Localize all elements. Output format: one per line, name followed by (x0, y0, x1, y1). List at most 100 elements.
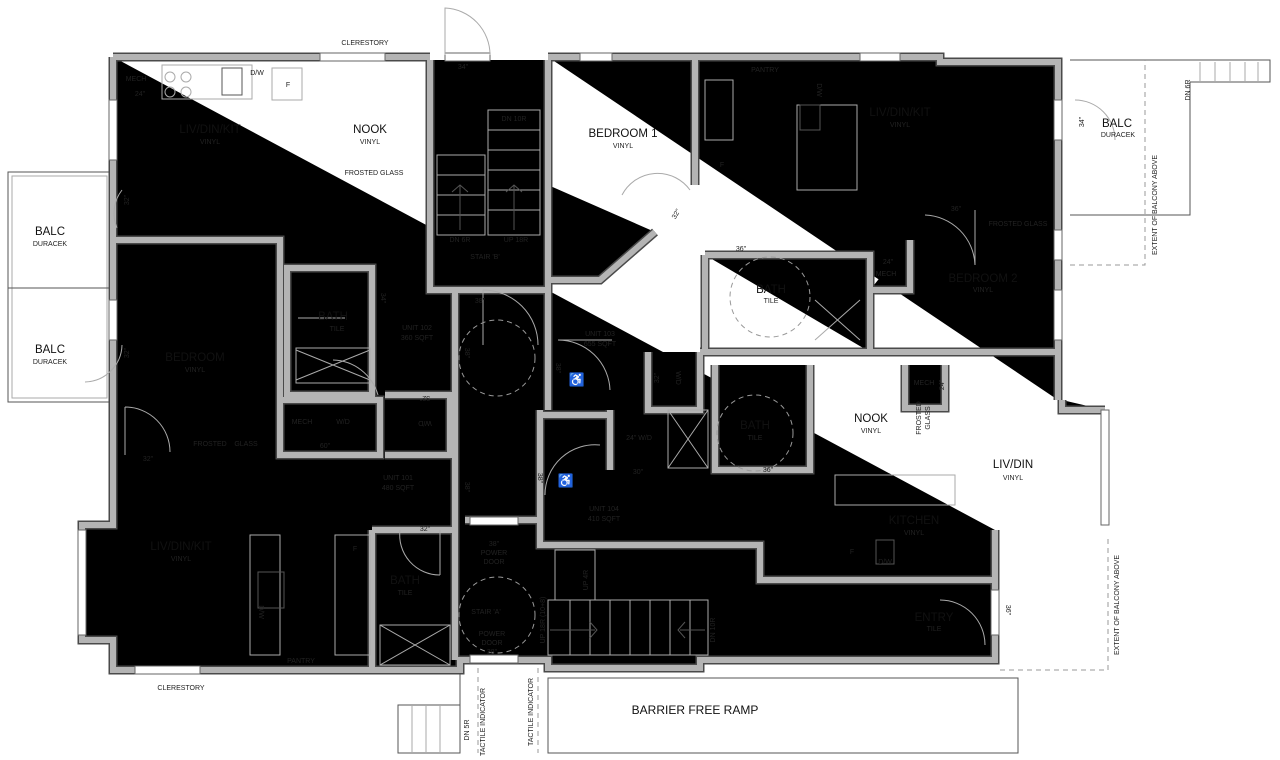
door-swings[interactable] (84, 7, 1116, 654)
label-extent-balcony: EXTENT OF BALCONY ABOVE (1114, 555, 1121, 655)
stair-note: UP 18R (504, 237, 528, 244)
dim: 36" (736, 246, 747, 253)
interior-walls (113, 60, 1060, 668)
dim: 38" (463, 348, 470, 359)
stair-note: UP 18R (10+8) (540, 597, 547, 644)
floor: TILE (330, 326, 345, 333)
room-bath: BATH (756, 284, 786, 296)
label-tactile: TACTILE INDICATOR (480, 688, 487, 756)
stair-b (436, 109, 541, 236)
exterior-walls (82, 57, 1105, 670)
label-ramp-steps: DN 5R (464, 719, 471, 740)
appliance-wd: W/D (336, 419, 350, 426)
floor: VINYL (904, 530, 924, 537)
wheelchair-accessible-icon: ♿ (554, 468, 578, 492)
room-mech: MECH (914, 380, 935, 387)
dim: 36" (1004, 605, 1011, 616)
room-bedroom-2: BEDROOM 2 (948, 273, 1017, 285)
dim: 34" (1079, 116, 1086, 127)
floor: VINYL (613, 143, 633, 150)
appliance-dw: D/W (815, 83, 822, 97)
appliance-wd: W/D (418, 419, 432, 426)
stair-note: UP 4R (583, 570, 590, 591)
room-balc: BALC (1102, 118, 1132, 130)
appliance-dw: D/W (250, 70, 264, 77)
dim: 24" (939, 379, 946, 390)
floor: DURACEK (1101, 132, 1136, 139)
stair-a (547, 549, 709, 656)
floor: VINYL (890, 122, 910, 129)
floor: TILE (927, 626, 942, 633)
frosted-glass: FROSTED GLASS (989, 221, 1048, 228)
dim: 38" (554, 363, 561, 374)
barrier-free-ramp (397, 660, 1019, 754)
room-balc: BALC (35, 226, 65, 238)
dim: 36" (763, 467, 774, 474)
floor: DURACEK (33, 241, 68, 248)
stair-arrow-icon (550, 621, 705, 639)
room-entry: ENTRY (915, 612, 954, 624)
room-nook: NOOK (353, 124, 387, 136)
unit-103-labels: UNIT 103 655 SQFT 38" BEDROOM 1 VINYL 32… (554, 67, 1135, 385)
floor: VINYL (171, 556, 191, 563)
floor: VINYL (185, 367, 205, 374)
label-tactile: TACTILE INDICATOR (528, 678, 535, 746)
stair-note: DN 10R (502, 116, 527, 123)
wheelchair-accessible-icon: ♿ (565, 367, 589, 391)
floor: VINYL (360, 139, 380, 146)
power-door: DOOR (484, 559, 505, 566)
svg-text:♿: ♿ (558, 473, 574, 488)
windows[interactable] (77, 52, 1110, 675)
unit-number: UNIT 102 (402, 325, 432, 332)
unit-area: 360 SQFT (401, 335, 434, 342)
dim: 24" (883, 259, 894, 266)
appliance-dw: D/W (257, 605, 264, 619)
stair-title: STAIR 'B' (470, 254, 499, 261)
dim: 34" (379, 293, 386, 304)
dim: 24" (135, 91, 146, 98)
appliance-wd: 24" W/D (626, 435, 652, 442)
power-door: POWER (479, 631, 505, 638)
unit-number: UNIT 101 (383, 475, 413, 482)
frosted-glass: GLASS (234, 441, 258, 448)
room-liv-din: LIV/DIN (993, 459, 1033, 471)
floor: VINYL (1003, 475, 1023, 482)
room-nook: NOOK (854, 413, 888, 425)
room-mech: MECH (126, 76, 147, 83)
dim: 30" (633, 469, 644, 476)
floor: TILE (748, 435, 763, 442)
room-balc: BALC (35, 344, 65, 356)
dim: 36" (951, 206, 962, 213)
stair-note: DN 10R (710, 618, 717, 643)
appliance-dw: D/W (878, 559, 892, 566)
room-bedroom: BEDROOM (165, 352, 224, 364)
room-bath: BATH (390, 575, 420, 587)
dim: 60" (320, 443, 331, 450)
label-door-size: 34" (458, 64, 469, 71)
frosted-glass: FROSTED (916, 401, 923, 434)
stair-a-labels: 38" POWER DOOR STAIR 'A' POWER DOOR 38" … (471, 541, 717, 656)
dim: 38" (536, 473, 543, 484)
label-balc-stair: DN 6R (1185, 79, 1192, 100)
frosted-glass: FROSTED (193, 441, 226, 448)
fixtures (161, 64, 956, 666)
room-mech: MECH (876, 271, 897, 278)
stair-arrow-icon (451, 184, 523, 230)
room-bath: BATH (740, 420, 770, 432)
floor: TILE (764, 298, 779, 305)
dim: 32" (671, 208, 682, 221)
frosted-glass: GLASS (925, 406, 932, 430)
label-extent-balcony: EXTENT OF BALCONY ABOVE (1152, 155, 1159, 255)
stair-title: STAIR 'A' (471, 609, 500, 616)
balconies-left (7, 171, 112, 403)
dim: 32" (420, 526, 431, 533)
power-door: POWER (481, 550, 507, 557)
appliance-fridge: F (850, 549, 854, 556)
dim: 32" (143, 456, 154, 463)
room-kitchen: KITCHEN (889, 515, 939, 527)
unit-area: 410 SQFT (588, 516, 621, 523)
dim: 38" (475, 298, 486, 305)
room-liv-din-kit: LIV/DIN/KIT (179, 124, 240, 136)
unit-number: UNIT 104 (589, 506, 619, 513)
floor: VINYL (973, 287, 993, 294)
